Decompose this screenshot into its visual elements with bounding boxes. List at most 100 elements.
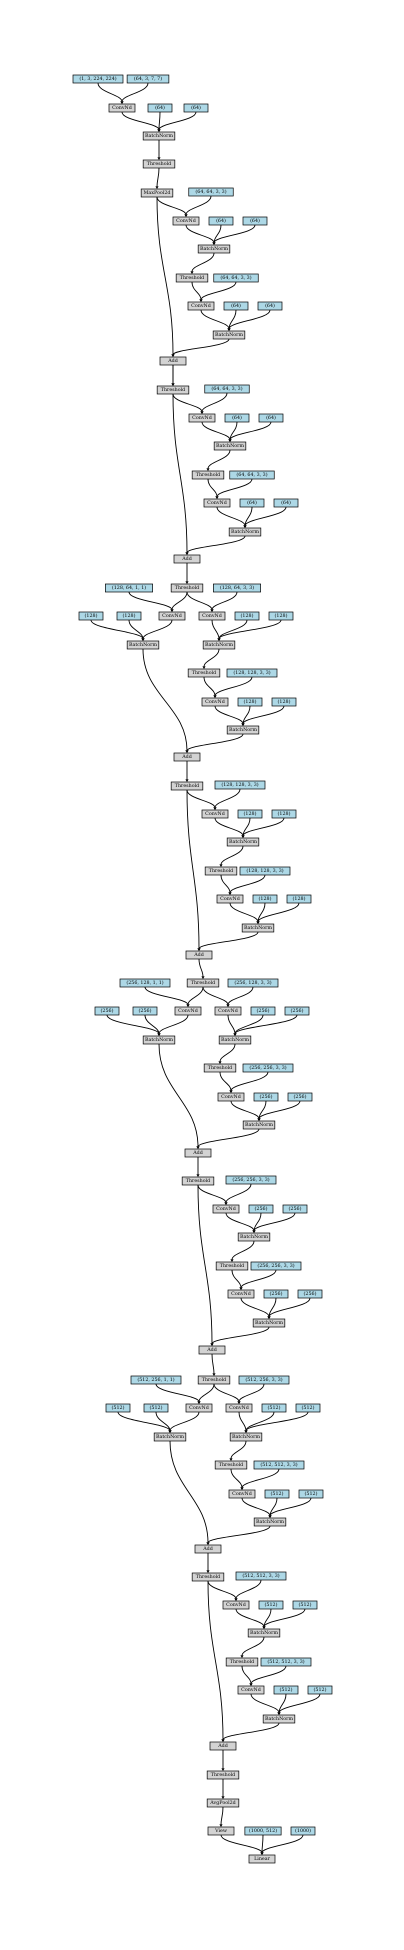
node-box	[258, 1600, 284, 1610]
edge-line	[235, 1608, 265, 1627]
node-label: Linear	[254, 1856, 271, 1862]
param-node-49: (128)	[271, 697, 297, 707]
param-node-87: (256)	[282, 1204, 308, 1214]
edge-line	[202, 986, 229, 1005]
node-box	[197, 1375, 231, 1385]
edge-line	[211, 591, 238, 610]
node-label: (1000)	[295, 1827, 311, 1834]
edge-line	[186, 789, 200, 949]
edge-line	[156, 167, 160, 187]
node-label: Add	[217, 1743, 228, 1749]
param-node-131: (1000)	[290, 1826, 316, 1836]
node-box	[263, 1289, 289, 1299]
node-box	[257, 301, 283, 311]
node-label: BatchNorm	[216, 443, 244, 449]
relu-node-34: Threshold	[170, 583, 204, 593]
node-box	[229, 1432, 263, 1442]
param-node-30: (64)	[239, 498, 265, 508]
node-box	[252, 894, 278, 904]
node-label: (64, 64, 3, 3)	[220, 274, 251, 281]
node-box	[119, 978, 171, 988]
node-label: ConvNd	[202, 613, 222, 619]
node-box	[142, 1035, 176, 1045]
node-box	[244, 1826, 282, 1836]
node-box	[108, 103, 136, 113]
param-node-48: (128)	[237, 697, 263, 707]
node-label: Threshold	[202, 1377, 226, 1383]
node-box	[237, 1232, 271, 1242]
edge-arrowhead	[212, 242, 216, 245]
edge-arrowhead	[185, 552, 189, 555]
edge-line	[198, 1383, 215, 1402]
node-label: Threshold	[196, 1574, 220, 1580]
node-label: (256, 256, 3, 3)	[232, 1176, 269, 1183]
node-label: Threshold	[220, 1263, 244, 1269]
edge-line	[197, 1128, 260, 1148]
edge-arrowhead	[157, 1033, 161, 1036]
conv-node-116: ConvNd	[222, 1600, 250, 1610]
edge-arrowhead	[240, 1487, 244, 1490]
bn-node-50: BatchNorm	[226, 725, 260, 735]
param-node-121: (512, 512, 3, 3)	[260, 1657, 312, 1667]
node-box	[191, 1572, 225, 1582]
bn-node-119: BatchNorm	[247, 1628, 281, 1638]
node-box	[284, 1006, 310, 1016]
relu-node-120: Threshold	[225, 1657, 259, 1667]
edge-line	[214, 705, 244, 724]
param-node-56: (128)	[271, 809, 297, 819]
node-label: (1000, 512)	[249, 1827, 277, 1834]
edge-line	[241, 1497, 271, 1516]
edge-line	[263, 1608, 306, 1628]
node-label: BatchNorm	[221, 1037, 249, 1043]
node-label: (512)	[305, 1490, 318, 1497]
edge-line	[216, 506, 246, 526]
param-node-43: (128)	[268, 611, 294, 621]
node-box	[228, 1489, 256, 1499]
graph-edges	[90, 82, 321, 1855]
node-label: (1, 3, 224, 224)	[79, 75, 116, 82]
bn-node-106: BatchNorm	[229, 1432, 263, 1442]
edge-line	[187, 986, 204, 1005]
node-box	[226, 725, 260, 735]
edge-arrowhead	[170, 609, 174, 612]
node-label: Threshold	[211, 1772, 235, 1778]
edge-arrowhead	[268, 1515, 272, 1518]
param-node-31: (64)	[273, 498, 299, 508]
conv-node-103: ConvNd	[225, 1403, 253, 1413]
node-box	[216, 894, 244, 904]
node-label: Add	[193, 952, 204, 958]
edge-arrowhead	[190, 271, 194, 274]
edge-arrowhead	[267, 1316, 271, 1319]
edge-line	[230, 1440, 247, 1459]
bn-node-63: BatchNorm	[241, 923, 275, 933]
edge-line	[207, 449, 231, 469]
node-box	[297, 1289, 323, 1299]
node-box	[229, 470, 275, 480]
node-box	[78, 611, 104, 621]
node-box	[213, 273, 259, 283]
relu-node-45: Threshold	[187, 668, 221, 678]
conv-node-67: ConvNd	[174, 1006, 202, 1016]
edge-arrowhead	[199, 299, 203, 302]
node-box	[223, 301, 249, 311]
node-label: (64, 3, 7, 7)	[134, 75, 162, 82]
node-label: BatchNorm	[265, 1716, 293, 1722]
node-box	[170, 583, 204, 593]
node-label: Add	[181, 556, 192, 562]
node-label: MaxPool2d	[144, 190, 171, 196]
node-box	[234, 611, 260, 621]
edge-line	[257, 902, 300, 923]
edge-line	[227, 1014, 236, 1034]
node-box	[298, 1489, 324, 1499]
edge-line	[172, 393, 188, 553]
edge-line	[214, 817, 244, 836]
param-node-18: (64)	[257, 301, 283, 311]
node-box	[213, 583, 261, 593]
node-label: ConvNd	[178, 1008, 198, 1014]
node-label: ConvNd	[231, 1291, 251, 1297]
edge-line	[250, 1693, 280, 1713]
node-box	[228, 527, 262, 537]
edge-line	[97, 82, 123, 102]
node-label: BatchNorm	[240, 1234, 268, 1240]
edge-arrowhead	[141, 638, 145, 641]
